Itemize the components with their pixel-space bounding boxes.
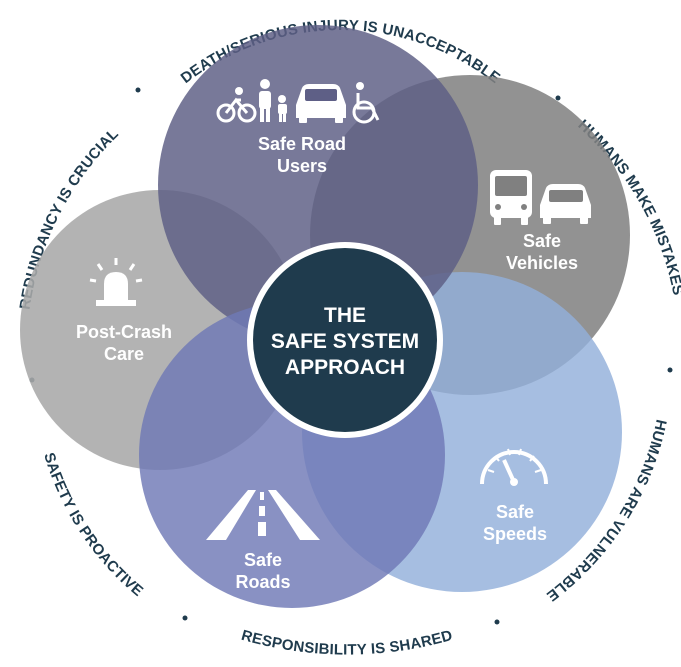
ring-dot — [494, 619, 500, 625]
center-hub: THE SAFE SYSTEM APPROACH — [247, 242, 443, 438]
ring-dot — [182, 615, 188, 621]
label-post-crash-care-2: Care — [104, 344, 144, 364]
ring-dot — [667, 367, 673, 373]
car-front-icon — [540, 184, 591, 224]
pedestrian-icon — [259, 79, 287, 122]
label-safe-roads-1: Safe — [244, 550, 282, 570]
label-post-crash-care-1: Post-Crash — [76, 322, 172, 342]
label-safe-road-users-1: Safe Road — [258, 134, 346, 154]
label-safe-speeds-1: Safe — [496, 502, 534, 522]
label-safe-roads-2: Roads — [235, 572, 290, 592]
car-windshield-icon — [305, 89, 337, 101]
ring-dot — [135, 87, 141, 93]
center-title-line-2: SAFE SYSTEM — [271, 330, 419, 353]
label-safe-road-users-2: Users — [277, 156, 327, 176]
road-users-icon — [216, 79, 380, 124]
road-icon — [206, 490, 320, 540]
bicycle-icon — [216, 97, 257, 123]
cyclist-head-icon — [235, 87, 243, 95]
label-safe-vehicles-1: Safe — [523, 231, 561, 251]
label-safe-vehicles-2: Vehicles — [506, 253, 578, 273]
bus-icon — [490, 170, 532, 225]
speedometer-icon — [480, 448, 548, 486]
principle-bottom: RESPONSIBILITY IS SHARED — [239, 627, 454, 659]
center-circle — [253, 248, 437, 432]
siren-icon — [89, 258, 143, 306]
vehicles-icon — [490, 170, 591, 225]
center-title-line-3: APPROACH — [285, 356, 405, 379]
wheelchair-icon — [352, 82, 380, 124]
label-safe-speeds-2: Speeds — [483, 524, 547, 544]
center-title-line-1: THE — [324, 304, 366, 327]
principle-left-bottom: SAFETY IS PROACTIVE — [40, 451, 146, 600]
ring-dot — [555, 95, 561, 101]
